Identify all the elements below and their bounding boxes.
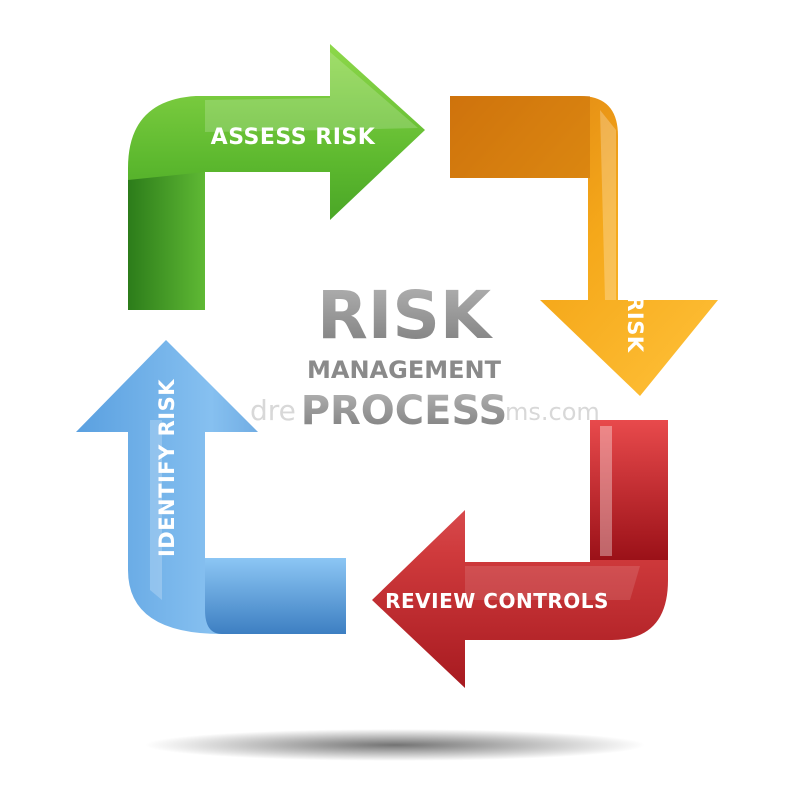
control-risk-arrow: CONTROL RISK [450,96,718,396]
identify-risk-arrow: IDENTIFY RISK [76,340,346,634]
assess-risk-label: ASSESS RISK [211,125,376,150]
review-controls-label: REVIEW CONTROLS [385,589,609,613]
assess-risk-arrow: ASSESS RISK [128,44,425,310]
watermark-left: dre [250,394,296,427]
center-title-management: MANAGEMENT [307,356,502,384]
identify-risk-label: IDENTIFY RISK [155,379,179,557]
control-risk-label: CONTROL RISK [623,171,647,352]
center-title-process: PROCESS [301,388,508,434]
floor-shadow [145,729,645,761]
review-controls-arrow: REVIEW CONTROLS [372,420,668,688]
center-title-risk: RISK [317,277,494,354]
watermark-right: ms.com [505,398,600,426]
